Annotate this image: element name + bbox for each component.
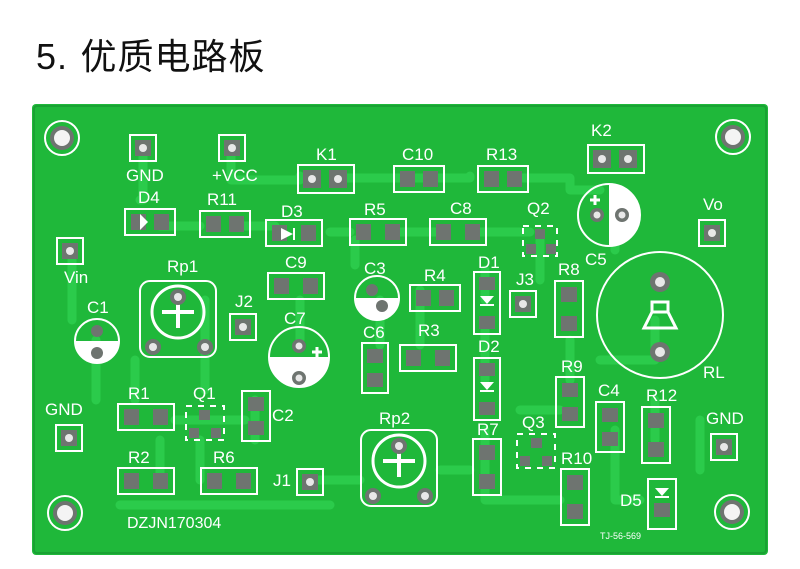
label-c1: C1 [87,298,109,317]
label-c7: C7 [284,309,306,328]
section-number: 5. [36,36,69,77]
pcb-board: GND +VCC K1 C10 R13 K2 D4 R11 D3 R5 C8 Q… [32,104,768,555]
label-r6: R6 [213,448,235,467]
board-code: TJ-56-569 [600,531,641,541]
label-r2: R2 [128,448,150,467]
label-r10: R10 [561,449,592,468]
label-c9: C9 [285,253,307,272]
label-r9: R9 [561,357,583,376]
label-gnd-left: GND [45,400,83,419]
label-q3: Q3 [522,413,545,432]
silkscreen-labels: GND +VCC K1 C10 R13 K2 D4 R11 D3 R5 C8 Q… [45,121,744,541]
label-c3: C3 [364,259,386,278]
label-d2: D2 [478,337,500,356]
label-q2: Q2 [527,199,550,218]
pads [55,134,738,530]
section-title: 优质电路板 [80,37,266,78]
label-rl: RL [703,363,725,382]
label-r3: R3 [418,321,440,340]
label-vo: Vo [703,195,723,214]
label-r8: R8 [558,260,580,279]
label-vcc: +VCC [212,166,258,185]
label-r5: R5 [364,200,386,219]
label-c6: C6 [363,323,385,342]
label-d5: D5 [620,491,642,510]
label-vin: Vin [64,268,88,287]
label-c10: C10 [402,145,433,164]
label-r11: R11 [207,190,237,209]
label-d1: D1 [478,253,500,272]
round-components [74,183,724,507]
label-gnd-right: GND [706,409,744,428]
label-k2: K2 [591,121,612,140]
label-gnd-top: GND [126,166,164,185]
label-r7: R7 [477,420,499,439]
label-j1: J1 [273,471,291,490]
board-serial: DZJN170304 [127,515,221,532]
label-d3: D3 [281,202,303,221]
label-c8: C8 [450,199,472,218]
label-d4: D4 [138,188,160,207]
label-q1: Q1 [193,384,216,403]
label-r13: R13 [486,145,517,164]
section-heading: 5. 优质电路板 [36,28,266,80]
label-c2: C2 [272,406,294,425]
label-k1: K1 [316,145,337,164]
label-r12: R12 [646,386,677,405]
label-r1: R1 [128,384,150,403]
label-c4: C4 [598,381,620,400]
label-rp1: Rp1 [167,257,198,276]
label-j3: J3 [516,270,534,289]
mounting-holes [44,119,751,531]
label-j2: J2 [235,292,253,311]
label-r4: R4 [424,266,446,285]
label-rp2: Rp2 [379,409,410,428]
label-c5: C5 [585,250,607,269]
